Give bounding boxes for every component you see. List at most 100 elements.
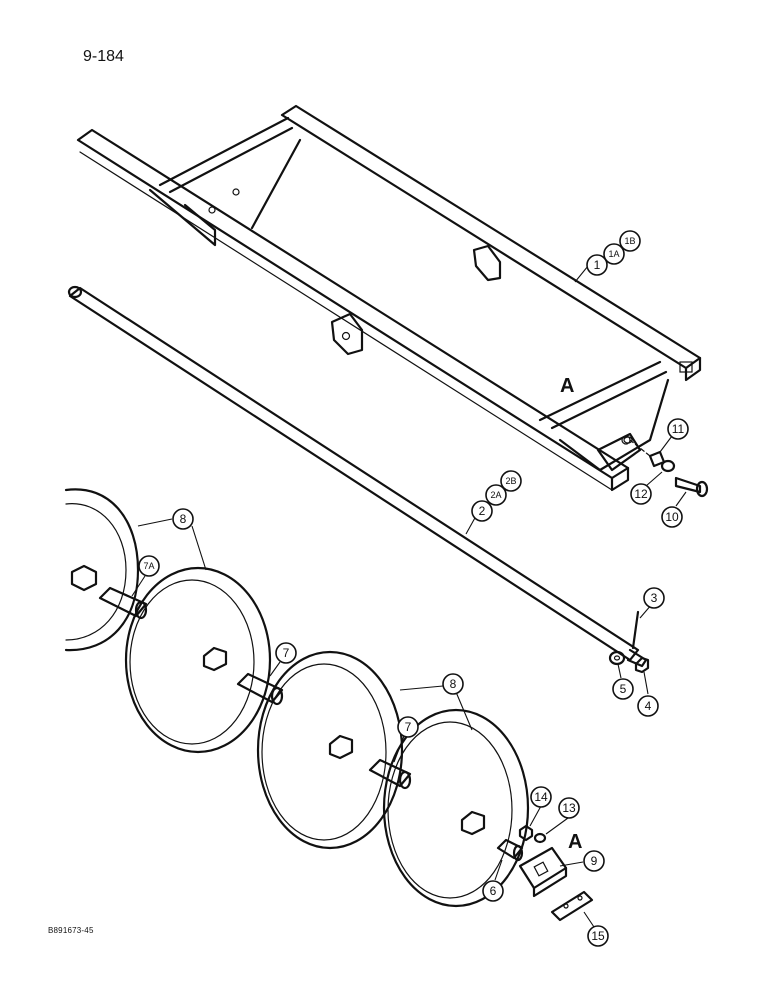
svg-text:15: 15 (591, 929, 605, 943)
callout-1b: 1B (619, 230, 641, 252)
disc-2-inner (129, 579, 255, 745)
leader-7-lower (393, 735, 405, 763)
disc-3-inner (261, 663, 387, 841)
svg-text:2B: 2B (505, 476, 516, 486)
svg-text:2: 2 (479, 504, 486, 518)
callout-7a: 7A (138, 555, 160, 577)
disc-left-rim (64, 488, 140, 652)
leader-4 (643, 671, 649, 695)
spacer-tube-7-lower (368, 758, 412, 788)
disc-wheel-2 (124, 566, 272, 754)
frame-front-rail-end (610, 466, 630, 492)
frame-right-end-bracket (596, 432, 642, 472)
callout-10: 10 (661, 506, 683, 528)
leader-lines (131, 265, 687, 931)
frame-right-cross-member-top (538, 360, 662, 422)
frame-left-cross-member-bottom (168, 126, 294, 194)
svg-text:11: 11 (672, 422, 685, 436)
svg-text:5: 5 (620, 682, 627, 696)
svg-text:9: 9 (591, 854, 598, 868)
bolt-alignment-line (629, 439, 651, 457)
frame-left-hitch-plate (148, 188, 217, 247)
leader-13 (545, 817, 569, 835)
callout-6: 6 (482, 880, 504, 902)
leader-8-right-b (455, 691, 473, 731)
svg-text:8: 8 (180, 512, 187, 526)
leader-10 (675, 491, 687, 507)
svg-text:2A: 2A (490, 490, 501, 500)
leader-12 (645, 471, 663, 487)
frame-mount-bracket-rear (472, 244, 502, 282)
strap-hole-2 (577, 895, 583, 901)
spacer-tube-7-lower-end (398, 770, 412, 790)
callout-8-right: 8 (442, 673, 464, 695)
bearing-plate-square-hole (533, 861, 549, 877)
svg-text:7: 7 (283, 646, 290, 660)
callout-2a: 2A (485, 484, 507, 506)
spacer-tube-7-upper-end (270, 686, 284, 706)
callout-11: 11 (667, 418, 689, 440)
svg-text:4: 4 (645, 699, 652, 713)
frame-left-cross-member-top (158, 116, 290, 187)
leader-8-right-a (399, 685, 444, 691)
disc-4-rim (382, 708, 530, 908)
svg-text:3: 3 (651, 591, 658, 605)
svg-text:6: 6 (490, 884, 497, 898)
leader-1 (574, 265, 589, 283)
castle-nut (634, 656, 650, 674)
hex-nut (518, 824, 534, 842)
axle-shaft (68, 286, 640, 662)
leader-7-upper (269, 661, 281, 677)
disc-2-rim (124, 566, 272, 754)
frame-front-rail (76, 128, 630, 480)
callout-12: 12 (630, 483, 652, 505)
cotter-pin (631, 610, 640, 650)
callout-5: 5 (612, 678, 634, 700)
leader-2 (465, 515, 477, 535)
disc-4-hub (460, 810, 486, 836)
bearing-plate-edge (532, 866, 568, 898)
svg-text:7A: 7A (143, 561, 154, 571)
bolt-shank (674, 476, 702, 494)
leader-8-left-b (191, 525, 207, 571)
drawing-code: B891673-45 (48, 926, 94, 935)
disc-3-hub (328, 734, 354, 760)
callout-8-left: 8 (172, 508, 194, 530)
lock-washer (533, 832, 547, 844)
svg-text:12: 12 (634, 487, 648, 501)
leader-8-left-a (137, 518, 173, 527)
callout-4: 4 (637, 695, 659, 717)
leader-9 (559, 861, 584, 867)
retainer-strap (550, 890, 594, 922)
frame-rear-tube-opening (679, 361, 693, 373)
washer-hole (613, 655, 621, 661)
frame-assembly (76, 104, 702, 492)
callout-2: 2 (471, 500, 493, 522)
callout-14: 14 (530, 786, 552, 808)
page-number: 9-184 (83, 48, 124, 65)
svg-text:1A: 1A (608, 249, 619, 259)
svg-text:1B: 1B (624, 236, 635, 246)
bolt-washer (660, 459, 676, 473)
leader-11 (659, 435, 673, 453)
callout-13: 13 (558, 797, 580, 819)
callout-2b: 2B (500, 470, 522, 492)
frame-right-cross-member-bottom (550, 370, 668, 430)
disc-wheel-4 (382, 708, 530, 908)
disc-2-hub (202, 646, 228, 672)
leader-7a (131, 575, 146, 597)
axle-end-left (67, 285, 83, 299)
frame-rear-rail-end (684, 356, 702, 382)
svg-text:7: 7 (405, 720, 412, 734)
disc-left-hub (70, 564, 98, 592)
svg-text:8: 8 (450, 677, 457, 691)
leader-6 (494, 859, 503, 881)
callout-7-lower: 7 (397, 716, 419, 738)
svg-text:14: 14 (534, 790, 548, 804)
bearing-plate (518, 846, 568, 890)
frame-hitch-hole (208, 206, 216, 214)
disc-left-inner (65, 503, 127, 641)
axle (67, 285, 648, 668)
frame-bolt-hole (623, 436, 633, 444)
